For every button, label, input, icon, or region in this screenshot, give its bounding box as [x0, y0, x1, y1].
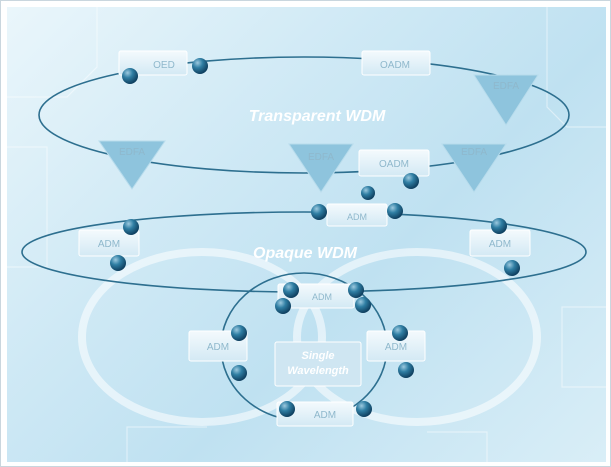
label-edfa-center: EDFA	[308, 152, 334, 163]
label-adm-right: ADM	[489, 239, 511, 250]
label-edfa-right: EDFA	[461, 147, 487, 158]
node	[403, 173, 419, 189]
node	[355, 297, 371, 313]
node	[283, 282, 299, 298]
label-adm-lower-left: ADM	[207, 342, 229, 353]
node	[387, 203, 403, 219]
label-adm-bottom: ADM	[314, 410, 336, 421]
nodes	[110, 58, 520, 417]
node	[122, 68, 138, 84]
node	[279, 401, 295, 417]
node	[504, 260, 520, 276]
node	[110, 255, 126, 271]
label-oadm-mid: OADM	[379, 159, 409, 170]
single-wavelength-title-line1: Single	[301, 350, 334, 362]
label-adm-center-upper: ADM	[347, 212, 367, 222]
background-rings	[78, 248, 541, 426]
node	[491, 218, 507, 234]
node	[231, 365, 247, 381]
label-edfa-top-right: EDFA	[493, 81, 519, 92]
opaque-wdm-title: Opaque WDM	[253, 245, 358, 262]
label-adm-left: ADM	[98, 239, 120, 250]
node	[348, 282, 364, 298]
transparent-wdm-ring	[38, 56, 570, 174]
node	[192, 58, 208, 74]
background-lines	[7, 7, 606, 462]
label-boxes	[78, 50, 531, 427]
label-edfa-left: EDFA	[119, 147, 145, 158]
edfa-triangles	[98, 74, 539, 193]
node	[392, 325, 408, 341]
node	[275, 298, 291, 314]
node	[398, 362, 414, 378]
node	[356, 401, 372, 417]
network-diagram: Transparent WDM Opaque WDM Single Wavele…	[7, 7, 606, 462]
label-oed: OED	[153, 60, 175, 71]
transparent-wdm-title: Transparent WDM	[249, 108, 386, 125]
node	[361, 186, 375, 200]
label-oadm-top: OADM	[380, 60, 410, 71]
diagram-canvas: Transparent WDM Opaque WDM Single Wavele…	[7, 7, 606, 462]
node	[231, 325, 247, 341]
node	[123, 219, 139, 235]
label-adm-lower-right: ADM	[385, 342, 407, 353]
label-adm-center-mid: ADM	[312, 292, 332, 302]
node	[311, 204, 327, 220]
single-wavelength-title-line2: Wavelength	[287, 365, 349, 377]
